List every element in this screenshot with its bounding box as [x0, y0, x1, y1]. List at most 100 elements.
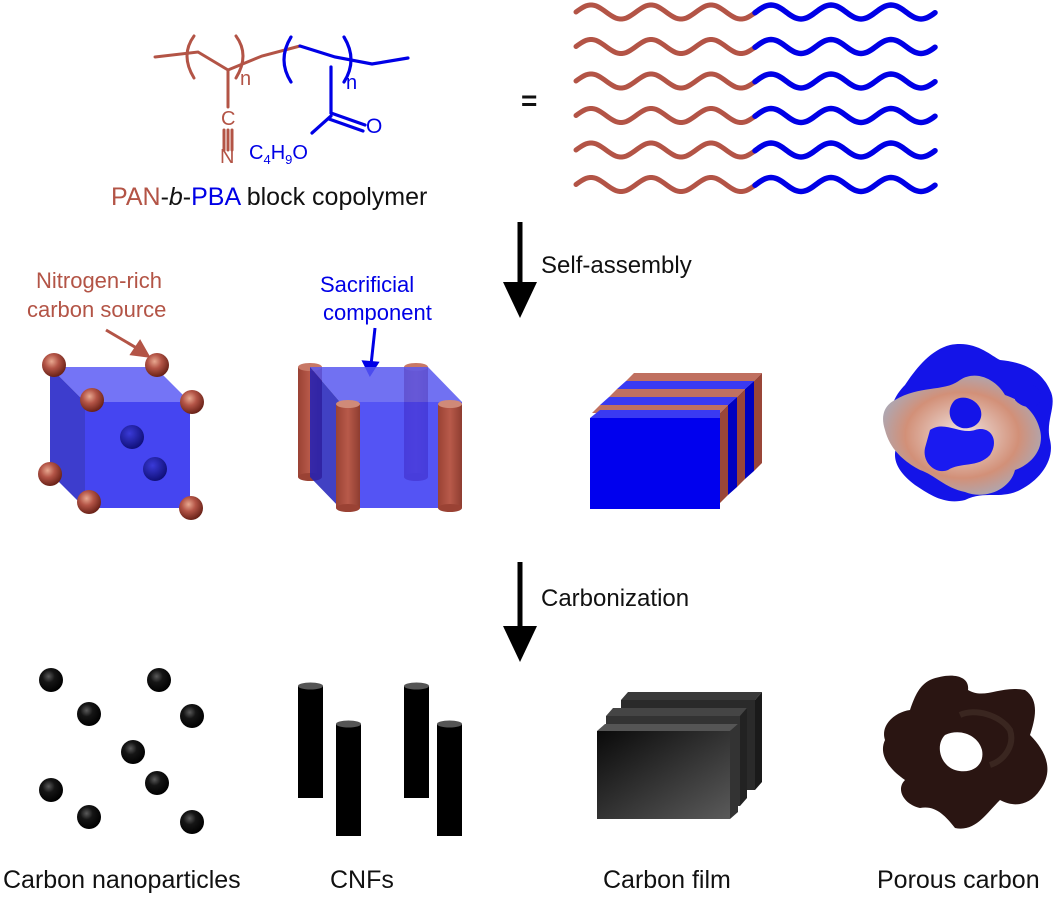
corner-sphere: [38, 462, 62, 486]
carbon-particle: [77, 702, 101, 726]
chemical-structure: n n C N O C4H9O PAN-b-PBA block copolyme…: [0, 0, 520, 220]
pan-chain-segment: [573, 106, 757, 125]
caption-dash-1: -: [160, 183, 169, 211]
carbon-particle: [180, 704, 204, 728]
carbon-fiber: [336, 724, 361, 836]
pba-chain-segment: [752, 174, 938, 195]
lamella-top-brown: [609, 389, 745, 397]
structure-bonds: [153, 34, 410, 152]
copolymer-caption: PAN-b-PBA block copolymer: [111, 183, 427, 212]
butyl-h-subscript: 9: [285, 152, 293, 167]
sacrificial-label-line1: Sacrificial: [320, 272, 415, 297]
butoxy-group: C4H9O: [249, 142, 308, 167]
pan-chain-segment: [573, 71, 757, 91]
carbon-particle: [77, 805, 101, 829]
carbon-nanofibers: [298, 682, 462, 836]
sacrificial-label-line2: component: [323, 300, 432, 325]
block-left: [310, 367, 340, 508]
front-cylinder: [336, 404, 360, 508]
lamella-side-brown: [737, 389, 745, 487]
inner-sphere: [143, 457, 167, 481]
carbon-fiber: [404, 686, 429, 798]
lamellar-morphology: [590, 373, 762, 509]
pba-chain-segment: [752, 71, 938, 91]
carbon-particle: [39, 778, 63, 802]
sphere-morphology: [38, 353, 204, 520]
carbon-nanoparticles-label: Carbon nanoparticles: [3, 866, 241, 894]
self-assembly-label: Self-assembly: [541, 252, 692, 279]
pba-chain-segment: [752, 2, 938, 22]
corner-sphere: [77, 490, 101, 514]
pan-repeat-n: n: [240, 68, 252, 90]
carbon-film-sheet: [597, 731, 730, 819]
carbonization-label: Carbonization: [541, 585, 690, 612]
porous-carbon-label: Porous carbon: [877, 866, 1040, 894]
carbonyl-bond-1: [329, 111, 367, 127]
nitrogen-rich-pointer: [105, 328, 151, 358]
butyl-c-subscript: 4: [263, 152, 271, 167]
nitrile-nitrogen: N: [220, 146, 235, 168]
block-top: [310, 367, 462, 402]
pba-chain-segment: [752, 105, 938, 126]
copolymer-chains: [573, 2, 938, 195]
corner-sphere: [180, 390, 204, 414]
butyl-h: H: [270, 142, 286, 164]
carbon-particle: [147, 668, 171, 692]
nitrile-carbon: C: [221, 108, 236, 130]
lamella-top-blue: [600, 397, 737, 405]
corner-sphere: [179, 496, 203, 520]
lamella-top-blue: [617, 381, 754, 389]
caption-pan: PAN: [111, 183, 161, 211]
corner-sphere: [145, 353, 169, 377]
pba-chain-segment: [752, 36, 938, 57]
corner-sphere: [42, 353, 66, 377]
cylinder-morphology: [298, 363, 462, 512]
carbon-nanoparticles: [39, 668, 204, 834]
carbon-particle: [39, 668, 63, 692]
inner-sphere: [120, 425, 144, 449]
corner-sphere: [80, 388, 104, 412]
pba-backbone: [298, 44, 410, 66]
carbonyl-oxygen: O: [366, 115, 383, 138]
carbonyl-bond-2: [327, 117, 365, 133]
ester-oxygen: O: [292, 142, 308, 164]
porous-carbon: [882, 675, 1048, 829]
carbon-fiber: [298, 686, 323, 798]
caption-dash-2: -: [182, 183, 192, 211]
lamella-front: [590, 418, 720, 509]
caption-b: b: [168, 183, 183, 211]
front-cylinder: [438, 404, 462, 508]
pan-bracket-left: [185, 34, 196, 80]
equals-sign: =: [521, 85, 538, 116]
pan-chain-segment: [573, 140, 757, 160]
pba-chain-segment: [752, 140, 938, 160]
nitrogen-rich-label-line1: Nitrogen-rich: [36, 268, 162, 293]
cnfs-label: CNFs: [330, 866, 394, 894]
lamella-side-brown: [720, 405, 728, 503]
lamella-side-blue: [745, 381, 754, 479]
pba-bracket-left: [282, 35, 293, 84]
carbon-particle: [145, 771, 169, 795]
carbon-particle: [180, 810, 204, 834]
caption-rest: block copolymer: [239, 183, 428, 211]
carbon-particle: [121, 740, 145, 764]
pba-bracket-right: [342, 35, 353, 84]
butyl-c: C: [249, 142, 264, 164]
pba-repeat-n: n: [346, 72, 358, 94]
lamella-side-brown: [754, 373, 762, 471]
gyroid-morphology: [883, 343, 1053, 502]
caption-pba: PBA: [191, 183, 240, 211]
lamella-side-blue: [728, 397, 737, 495]
ester-o-bond: [310, 114, 333, 135]
carbon-films: [597, 692, 762, 819]
nitrogen-rich-label-line2: carbon source: [27, 297, 167, 322]
pan-chain-segment: [573, 37, 757, 56]
lamella-top-brown: [626, 373, 762, 381]
cube-front: [85, 402, 190, 508]
carbon-fiber: [437, 724, 462, 836]
pan-bracket-right: [234, 34, 245, 80]
pan-chain-segment: [573, 2, 757, 22]
